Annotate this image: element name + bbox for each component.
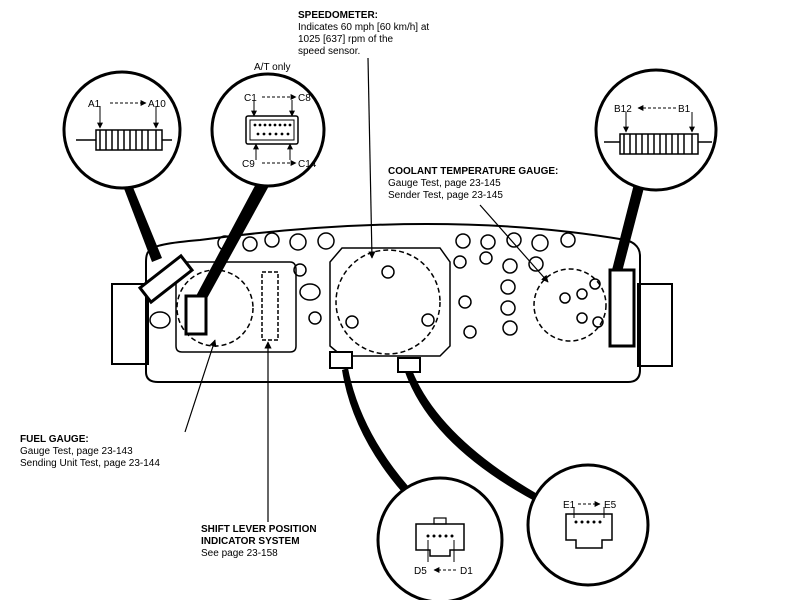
connector-a-right-label: A10 bbox=[148, 99, 166, 110]
speedometer-frame bbox=[329, 247, 451, 357]
connector-c-top-left-label: C1 bbox=[244, 93, 257, 104]
fuel-leader bbox=[184, 339, 217, 433]
coolant-line-2: Sender Test, page 23-145 bbox=[388, 190, 503, 201]
connector-b-right-label: B1 bbox=[678, 104, 691, 115]
connector-d-on-cluster bbox=[329, 351, 353, 369]
speedometer-line-2: 1025 [637] rpm of the bbox=[298, 34, 394, 45]
speedometer-line-1: Indicates 60 mph [60 km/h] at bbox=[298, 22, 430, 33]
connector-c-top-right-label: C8 bbox=[298, 93, 311, 104]
lead-wedges bbox=[120, 176, 646, 506]
connector-b-on-cluster bbox=[608, 268, 636, 348]
speedometer-callout: SPEEDOMETER: Indicates 60 mph [60 km/h] … bbox=[298, 10, 429, 58]
fuel-line-1: Gauge Test, page 23-143 bbox=[20, 446, 133, 457]
left-mount-tab bbox=[111, 283, 149, 365]
left-cover-plate bbox=[175, 261, 297, 353]
fuel-callout: FUEL GAUGE: Gauge Test, page 23-143 Send… bbox=[20, 434, 160, 470]
lead-wedge-b bbox=[612, 176, 646, 272]
cluster-body bbox=[111, 223, 673, 383]
connector-d-detail: D5 D1 bbox=[376, 476, 504, 600]
coolant-gauge-circle bbox=[533, 268, 607, 342]
lead-wedge-c bbox=[195, 180, 270, 302]
speedometer-circle bbox=[335, 249, 441, 355]
connector-a-detail: A1 A10 bbox=[62, 70, 182, 190]
connector-e-detail: E1 E5 bbox=[526, 463, 650, 587]
coolant-callout: COOLANT TEMPERATURE GAUGE: Gauge Test, p… bbox=[388, 166, 558, 202]
bulb-socket-left bbox=[149, 311, 171, 329]
connector-e-left-label: E1 bbox=[563, 500, 576, 511]
bulb-socket-left-2 bbox=[299, 283, 321, 301]
connector-e-on-cluster bbox=[397, 357, 421, 373]
right-mount-tab bbox=[637, 283, 673, 367]
shift-callout: SHIFT LEVER POSITION INDICATOR SYSTEM Se… bbox=[201, 524, 317, 560]
fuel-title: FUEL GAUGE: bbox=[20, 434, 89, 445]
coolant-leader bbox=[479, 204, 549, 283]
connector-c-bottom-left-label: C9 bbox=[242, 159, 255, 170]
connector-a-left-label: A1 bbox=[88, 99, 101, 110]
fuel-line-2: Sending Unit Test, page 23-144 bbox=[20, 458, 160, 469]
bulb-holes bbox=[217, 232, 604, 339]
cluster-outline bbox=[145, 223, 641, 383]
shift-indicator-connector bbox=[261, 271, 279, 341]
speedometer-line-3: speed sensor. bbox=[298, 46, 361, 57]
lead-wedge-e bbox=[405, 370, 548, 506]
connector-e-right-label: E5 bbox=[604, 500, 617, 511]
leader-lines bbox=[184, 57, 549, 522]
gauge-circles bbox=[176, 249, 607, 355]
lead-wedge-a bbox=[120, 178, 162, 262]
connector-b-left-label: B12 bbox=[614, 104, 632, 115]
connector-a-on-cluster bbox=[137, 253, 195, 305]
connector-d-right-label: D1 bbox=[460, 566, 473, 577]
shift-title-2: INDICATOR SYSTEM bbox=[201, 536, 300, 547]
connector-c-bottom-right-label: C14 bbox=[298, 159, 317, 170]
cluster-connectors bbox=[137, 253, 636, 373]
coolant-line-1: Gauge Test, page 23-145 bbox=[388, 178, 501, 189]
shift-title-1: SHIFT LEVER POSITION bbox=[201, 524, 317, 535]
speedometer-leader bbox=[367, 57, 376, 259]
connector-c-detail: A/T only C1 C8 C9 C14 bbox=[210, 62, 326, 188]
lead-wedge-d bbox=[342, 368, 408, 492]
connector-c-note: A/T only bbox=[254, 62, 291, 73]
connector-b-detail: B12 B1 bbox=[594, 68, 718, 192]
connector-c-on-cluster bbox=[184, 294, 208, 336]
shift-line-1: See page 23-158 bbox=[201, 548, 278, 559]
speedometer-title: SPEEDOMETER: bbox=[298, 10, 379, 21]
coolant-title: COOLANT TEMPERATURE GAUGE: bbox=[388, 166, 559, 177]
connector-d-left-label: D5 bbox=[414, 566, 427, 577]
